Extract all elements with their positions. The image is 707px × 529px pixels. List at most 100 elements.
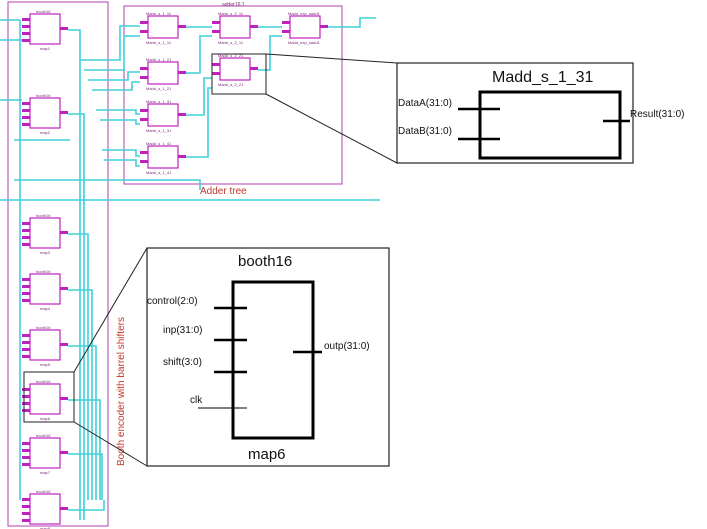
booth-output: outp(31:0) [324,341,370,352]
adder-cell-top-label: Madd_s_2_11 [218,11,244,16]
booth-module-pin [22,498,30,501]
booth-module-out-pin [60,287,68,290]
booth-module-pin [22,222,30,225]
booth-input-clk: clk [190,395,203,406]
adder-tree-label: Adder tree [200,186,247,197]
adder-cells: Madd_s_1_11Madd_s_1_11Madd_s_2_11Madd_s_… [140,11,328,175]
madd-leader-top [265,53,398,64]
adder-cell-pin [212,30,220,33]
booth-module-pin [22,243,30,246]
booth-module-body [29,493,61,525]
adder-cell-bottom-label: Madd_s_1_11 [146,40,172,45]
booth-module-pin [22,442,30,445]
booth-module-title: booth16 [36,213,51,218]
adder-cell-bottom-label: Madd_s_1_41 [146,170,172,175]
wire [96,109,140,115]
wire [84,35,140,71]
booth-callout-frame [146,247,390,467]
wire [68,113,85,520]
madd-callout-frame [396,62,634,164]
booth-module-pin [22,278,30,281]
booth-module-pin [22,519,30,522]
booth-module-out-pin [60,507,68,510]
adder-cell-out-pin [250,25,258,28]
left-modules: booth16map1booth16map2booth16map3booth16… [22,9,68,529]
wire [68,500,105,511]
booth-module-title: booth16 [36,433,51,438]
adder-cell-out-pin [250,67,258,70]
booth-module-pin [22,236,30,239]
booth-module-pin [22,409,30,412]
adder-cell-pin [212,63,220,66]
booth-module-body [29,329,61,361]
booth-module-sub: map6 [40,416,51,421]
booth-module-body [29,13,61,45]
adder-cell-body [147,61,179,85]
booth-module-pin [22,348,30,351]
wire [68,289,93,500]
adder-cell-out-pin [178,155,186,158]
booth-module-pin [22,388,30,391]
booth-module-sub: map5 [40,362,51,367]
adder-cell-body [219,15,251,39]
adder-cell-bottom-label: Madd_s_2_21 [218,82,244,87]
wire [186,87,212,158]
adder-cell-body [147,145,179,169]
adder-cell-pin [282,30,290,33]
booth-module-pin [22,102,30,105]
adder-cell-bottom-label: Madd_s_1_31 [146,128,172,133]
booth-leader-top [73,247,148,373]
adder-cell-top-label: Madd_s_2_21 [218,53,244,58]
booth-input-inp: inp(31:0) [163,325,202,336]
booth-module-out-pin [60,111,68,114]
wire [102,149,140,157]
adder-cell-pin [140,30,148,33]
madd-callout: Madd_s_1_31 DataA(31:0) DataB(31:0) Resu… [396,62,684,164]
booth-module-title: booth16 [36,489,51,494]
booth-module-pin [22,334,30,337]
booth-module-sub: map2 [40,130,51,135]
adder-cell-bottom-label: Madd_s_2_11 [218,40,244,45]
madd-block [478,90,622,160]
booth-module-sub: map8 [40,526,51,529]
booth-input-shift: shift(3:0) [163,357,202,368]
booth-encoder-label: Booth encoder with barrel shifters [116,317,127,466]
wire [14,179,201,190]
booth-block [231,280,315,440]
booth-module-pin [22,505,30,508]
wire [80,25,140,61]
wire [258,35,282,71]
adder-cell-top-label: Madd_exp_sadd1 [288,11,321,16]
booth-module-title: booth16 [36,9,51,14]
booth-module-pin [22,109,30,112]
booth-module-pin [22,512,30,515]
adder-cell-pin [212,72,220,75]
booth-module-sub: map1 [40,46,51,51]
wire [68,453,103,500]
booth-module-pin [22,449,30,452]
wire [88,71,140,81]
adder-cell-top-label: Madd_s_1_41 [146,141,172,146]
booth-module-pin [22,463,30,466]
adder-cell-pin [140,118,148,121]
adder-cell-out-pin [178,25,186,28]
adder-cell-top-label: Madd_s_1_31 [146,99,172,104]
booth-module-pin [22,229,30,232]
adder-cell-out-pin [178,71,186,74]
booth-module-body [29,383,61,415]
wire [186,77,212,116]
wire [104,159,140,167]
adder-cell-body [147,15,179,39]
booth-module-out-pin [60,343,68,346]
booth-module-pin [22,18,30,21]
booth-module-pin [22,292,30,295]
madd-input-a: DataA(31:0) [398,98,452,109]
booth-module-out-pin [60,27,68,30]
